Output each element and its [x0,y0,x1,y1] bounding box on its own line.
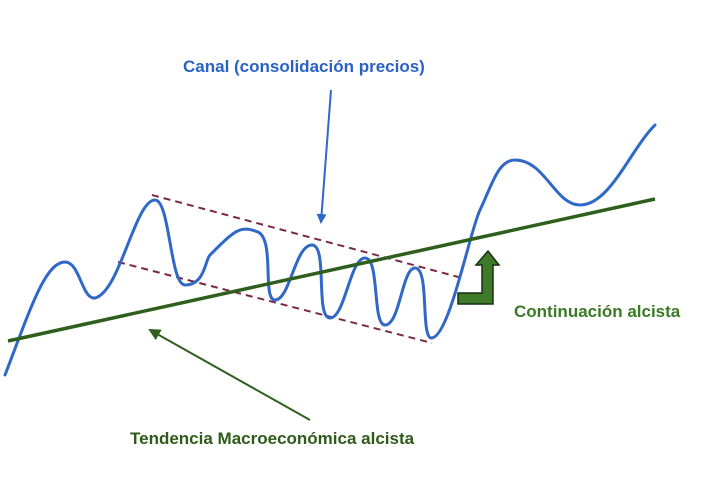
trend-line [7,197,656,343]
trend-label: Tendencia Macroeconómica alcista [130,429,415,448]
channel-pointer-arrow [316,89,332,224]
channel-upper-line [151,194,463,279]
continuation-arrow-icon [457,249,501,305]
trend-pointer-arrow [148,329,311,421]
continuation-label: Continuación alcista [514,302,681,321]
channel-label: Canal (consolidación precios) [183,57,425,76]
price-curve [3,123,657,377]
channel-lower-line [117,261,433,344]
